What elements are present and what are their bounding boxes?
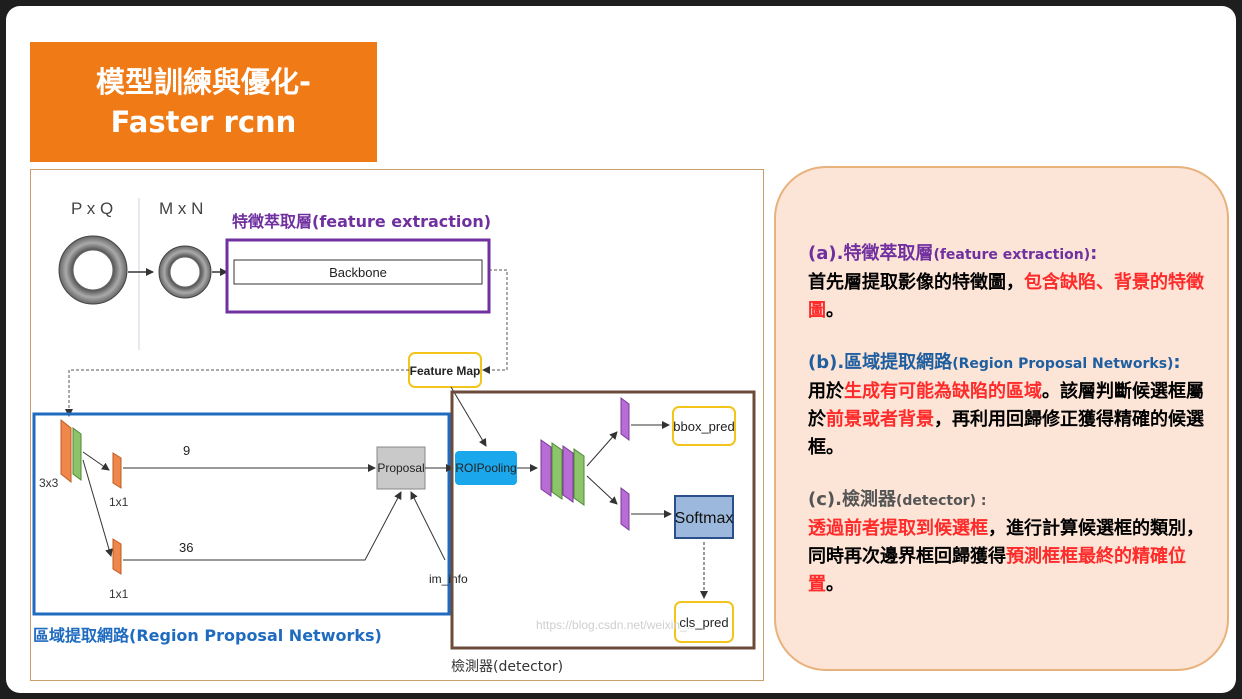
fc-block-3 [562,445,574,503]
arrow-fc-cls [586,475,618,505]
section-b-heading: (b).區域提取網路 [808,352,953,373]
label-1x1-cls: 1x1 [109,495,129,509]
section-c-heading-en: (detector) : [895,493,987,509]
im-info-label: im_info [429,572,468,586]
section-c-highlight-2: 預測框框最終的精確位置 [808,546,1186,595]
bbox-pred-label: bbox_pred [673,419,734,434]
title-line-1: 模型訓練與優化- [95,65,312,99]
title-line-2: Faster rcnn [110,105,297,139]
conv-1x1-reg-block [112,538,122,575]
proposal-label: Proposal [377,461,424,475]
label-3x3: 3x3 [39,476,59,490]
faster-rcnn-diagram: P x Q M x N Backbone Feature Map [30,169,764,681]
roi-pooling-box [455,451,517,485]
section-c-text-2: 。 [826,574,844,595]
arrow-backbone-featuremap [482,269,508,374]
roi-pooling-label: ROIPooling [455,461,516,475]
feature-extraction-caption: 特徵萃取層(feature extraction) [232,212,492,231]
softmax-box [674,495,734,539]
diagram-canvas: P x Q M x N Backbone Feature Map [32,198,756,650]
backbone-box [233,259,483,285]
section-b-text-1: 用於 [808,381,844,402]
section-c-highlight-1: 透過前者提取到候選框 [808,518,988,539]
section-b-colon: : [1173,352,1181,373]
cls-pred-label: cls_pred [679,615,728,630]
label-pxq: P x Q [71,199,113,218]
section-a-text-2: 。 [826,300,844,321]
section-a-heading-en: (feature extraction) [933,247,1091,263]
section-c-heading: (c).檢測器 [808,489,896,510]
cls-pred-box [674,601,734,643]
label-1x1-reg: 1x1 [109,587,129,601]
proposal-box [376,446,426,490]
fc-bbox-block [620,397,630,441]
section-a-heading: (a).特徵萃取層 [808,243,934,264]
section-a-highlight: 包含缺陷、背景的特徵圖 [808,272,1204,321]
rpn-caption: 區域提取網路(Region Proposal Networks) [33,626,382,645]
backbone-label: Backbone [329,265,387,280]
section-b-text-2: 。該層判斷候選框屬於 [808,381,1204,430]
arrow-conv-cls [82,451,110,471]
fc-block-2 [551,442,563,500]
section-b: (b).區域提取網路(Region Proposal Networks): 用於… [808,349,1208,462]
section-b-text-3: ，再利用回歸修正獲得精確的候選框。 [808,409,1204,458]
section-a: (a).特徵萃取層(feature extraction): 首先層提取影像的特… [808,240,1208,325]
rpn-box [32,412,451,616]
bbox-pred-box [672,406,736,446]
label-mxn: M x N [159,199,203,218]
softmax-label: Softmax [675,510,734,527]
section-a-colon: : [1090,243,1098,264]
detector-box [450,390,756,650]
label-36: 36 [179,540,193,555]
arrow-reg-proposal [123,491,402,561]
section-c: (c).檢測器(detector) : 透過前者提取到候選框，進行計算候選框的類… [808,486,1208,599]
watermark: https://blog.csdn.net/weixin_... [536,618,697,632]
explanation-text: (a).特徵萃取層(feature extraction): 首先層提取影像的特… [808,240,1208,623]
arrow-conv-reg [82,459,113,557]
conv-3x3-block [60,418,72,484]
conv-3x3-block-green [72,427,82,481]
fc-block-4 [573,448,585,506]
section-b-heading-en: (Region Proposal Networks) [952,356,1174,372]
detector-caption: 檢測器(detector) [451,659,564,675]
section-c-text-1: ，進行計算候選框的類別，同時再次邊界框回歸獲得 [808,518,1204,567]
fc-block-1 [540,439,552,497]
arrow-fc-bbox [586,431,618,467]
feature-extraction-box [225,238,491,314]
conv-1x1-cls-block [112,452,122,489]
arrow-featuremap-rpn [65,369,409,417]
section-b-highlight-2: 前景或者背景 [826,409,934,430]
input-image-inner [72,249,114,291]
label-9: 9 [183,443,190,458]
arrow-featuremap-roi [450,386,487,447]
resized-image-inner [169,256,201,288]
explanation-panel: (a).特徵萃取層(feature extraction): 首先層提取影像的特… [774,166,1229,671]
section-a-text-1: 首先層提取影像的特徵圖， [808,272,1024,293]
section-b-highlight-1: 生成有可能為缺陷的區域 [844,381,1042,402]
slide-title: 模型訓練與優化- Faster rcnn [30,42,377,162]
slide: 模型訓練與優化- Faster rcnn P x Q M x N [6,6,1236,693]
fc-cls-block [620,487,630,531]
arrow-iminfo-proposal [410,491,446,561]
feature-map-label: Feature Map [410,364,481,378]
